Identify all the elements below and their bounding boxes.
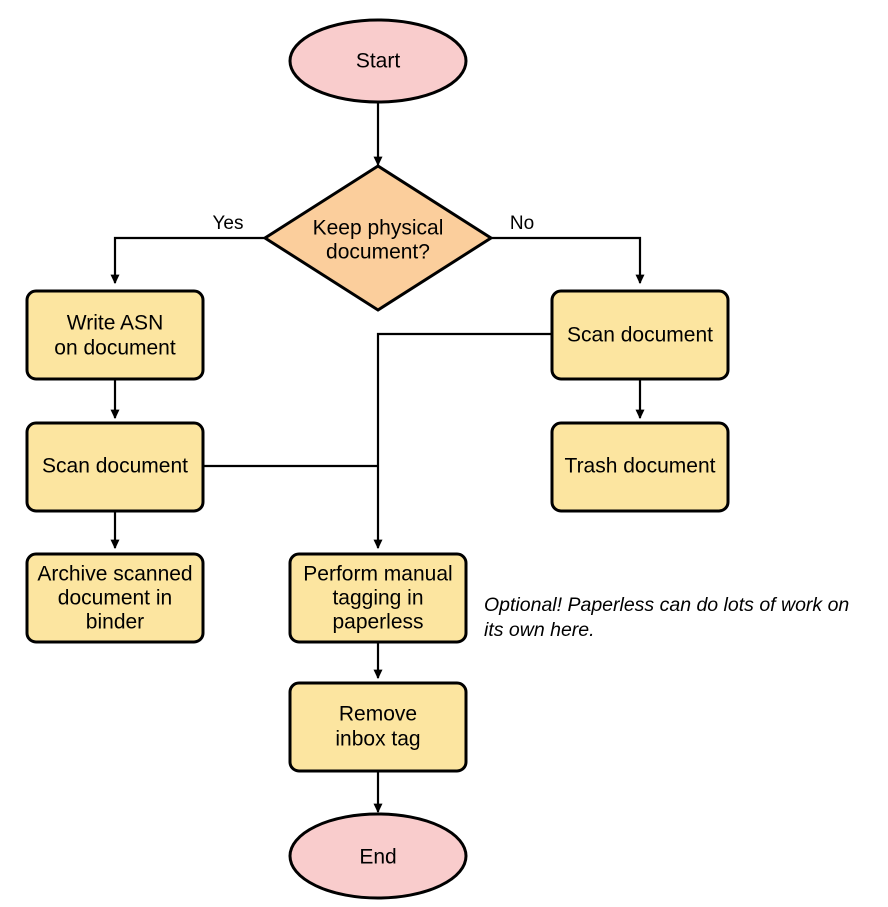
optional-note: Optional! Paperless can do lots of work … <box>484 594 849 641</box>
archive-box <box>25 552 205 644</box>
remove-inbox-label-line2: inbox tag <box>335 728 420 751</box>
archive-label-line2: document in <box>58 587 172 610</box>
write-asn-box <box>25 289 205 381</box>
node-perform-manual-tagging[interactable]: Perform manual tagging in paperless <box>288 552 468 644</box>
node-end[interactable]: End <box>288 812 468 900</box>
optional-note-line2: its own here. <box>484 619 595 641</box>
node-keep-physical-document-decision[interactable]: Keep physical document? <box>262 164 494 312</box>
end-label: End <box>359 846 396 869</box>
edge-scan-right-to-merge <box>373 332 552 550</box>
node-scan-document-right[interactable]: Scan document <box>550 289 730 381</box>
tagging-label-line2: tagging in <box>332 587 423 610</box>
archive-label-line3: binder <box>86 611 144 634</box>
optional-note-line1: Optional! Paperless can do lots of work … <box>484 594 849 616</box>
scan-document-left-box <box>25 421 205 513</box>
archive-label-line1: Archive scanned <box>37 563 192 586</box>
scan-document-right-box <box>550 289 730 381</box>
tagging-box <box>288 552 468 644</box>
tagging-label-line3: paperless <box>332 611 423 634</box>
trash-document-box <box>550 421 730 513</box>
start-ellipse <box>288 18 468 104</box>
edges-layer <box>110 102 645 814</box>
start-label: Start <box>356 50 401 73</box>
node-trash-document[interactable]: Trash document <box>550 421 730 513</box>
write-asn-label-line1: Write ASN <box>67 312 163 335</box>
edge-decision-yes-to-write-asn <box>110 236 265 285</box>
scan-document-right-label: Scan document <box>567 324 713 347</box>
node-remove-inbox-tag[interactable]: Remove inbox tag <box>288 681 468 773</box>
edge-label-no: No <box>510 213 534 234</box>
node-write-asn-on-document[interactable]: Write ASN on document <box>25 289 205 381</box>
tagging-label-line1: Perform manual <box>303 563 452 586</box>
decision-diamond <box>262 164 494 312</box>
scan-document-left-label: Scan document <box>42 455 188 478</box>
node-start[interactable]: Start <box>288 18 468 104</box>
remove-inbox-tag-box <box>288 681 468 773</box>
decision-label-line2: document? <box>326 241 430 264</box>
node-scan-document-left[interactable]: Scan document <box>25 421 205 513</box>
remove-inbox-label-line1: Remove <box>339 703 417 726</box>
trash-document-label: Trash document <box>565 455 716 478</box>
edge-label-yes: Yes <box>213 213 244 234</box>
decision-label-line1: Keep physical <box>313 217 444 240</box>
write-asn-label-line2: on document <box>54 337 176 360</box>
end-ellipse <box>288 812 468 900</box>
node-archive-scanned-document[interactable]: Archive scanned document in binder <box>25 552 205 644</box>
edge-decision-no-to-scan-right <box>491 236 645 285</box>
